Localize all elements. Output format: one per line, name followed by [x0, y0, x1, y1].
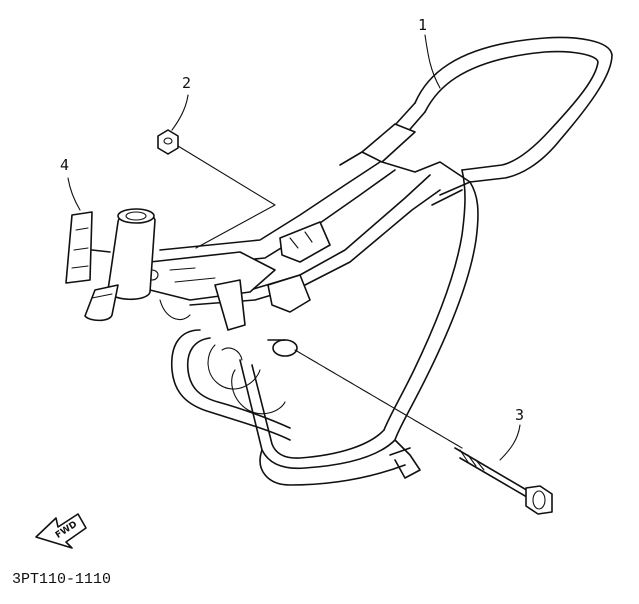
callout-4: 4 [60, 156, 69, 174]
forward-arrow-icon: FWD [35, 513, 87, 549]
part-2-nut [157, 129, 276, 249]
callout-1: 1 [418, 16, 427, 34]
callout-2: 2 [182, 74, 191, 92]
drawing-number: 3PT110-1110 [12, 571, 111, 588]
steering-head [84, 208, 156, 322]
callout-3: 3 [515, 406, 524, 424]
part-3-bolt [294, 349, 553, 515]
callout-leaders [67, 34, 521, 461]
part-4-tube [65, 211, 111, 284]
frame-part [145, 36, 613, 486]
